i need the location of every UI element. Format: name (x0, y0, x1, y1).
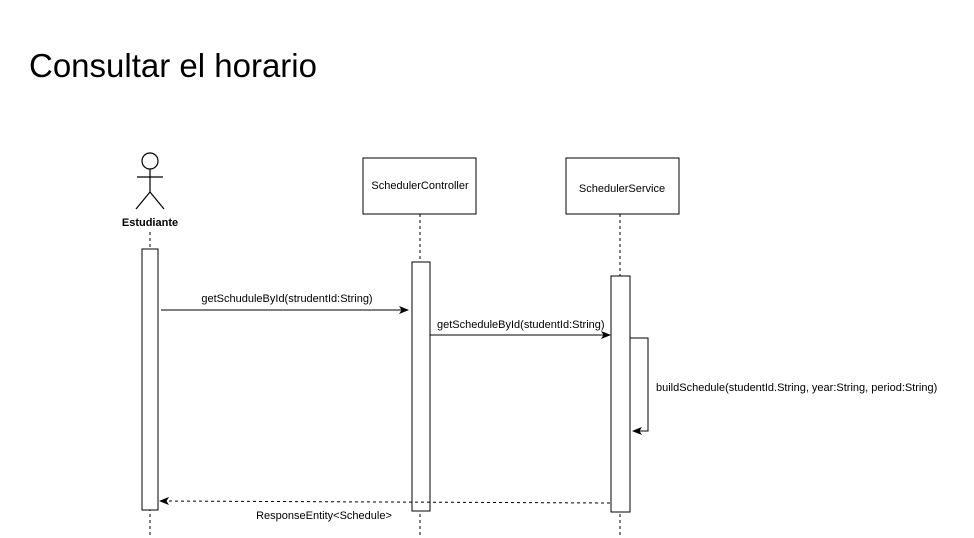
message-get-schedule-by-id: getScheduleById(studentId:String) (430, 319, 611, 339)
participant-box (565, 157, 680, 215)
actor-label: Estudiante (122, 217, 178, 229)
page-title: Consultar el horario (29, 47, 317, 84)
message-label: ResponseEntity<Schedule> (256, 510, 392, 522)
participant-label: SchedulerService (579, 183, 665, 195)
activation-bar-actor (141, 248, 159, 511)
participant-scheduler-service: SchedulerService (565, 157, 680, 215)
activation-bar-controller (411, 261, 431, 512)
activation-bar-service (610, 275, 631, 513)
actor-estudiante: Estudiante (122, 152, 178, 229)
message-build-schedule: buildSchedule(studentId.String, year:Str… (630, 337, 937, 435)
message-label: buildSchedule(studentId.String, year:Str… (656, 382, 937, 394)
self-message-arrow (630, 337, 649, 435)
stick-figure-icon (135, 152, 165, 210)
participant-label: SchedulerController (371, 180, 469, 192)
message-label: getScheduleById(studentId:String) (437, 319, 605, 331)
message-return-response-entity: ResponseEntity<Schedule> (159, 497, 611, 522)
participant-box (362, 157, 477, 215)
participant-scheduler-controller: SchedulerController (362, 157, 477, 215)
message-get-schudule-by-id: getSchuduleById(strudentId:String) (161, 293, 409, 314)
message-label: getSchuduleById(strudentId:String) (201, 293, 372, 305)
return-arrow (159, 497, 611, 506)
